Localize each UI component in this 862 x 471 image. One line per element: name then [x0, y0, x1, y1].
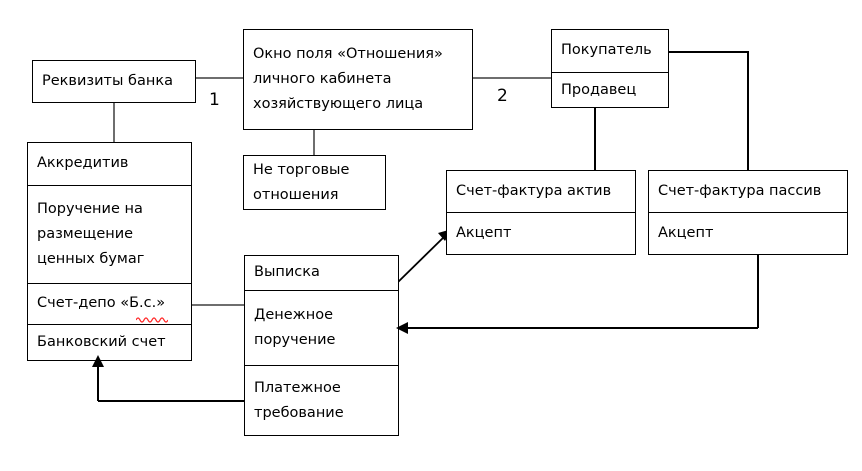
- connector-depo-to-statement-stack: [192, 304, 244, 306]
- divider-depo-account: [27, 324, 192, 326]
- edge-label-1: 1: [209, 90, 220, 110]
- node-invoice-passive-label: Счет-фактура пассив: [658, 182, 822, 199]
- node-invoice-active-label: Счет-фактура актив: [456, 182, 612, 199]
- connector-window-to-non-trade: [313, 130, 315, 156]
- divider-statement-money-order: [244, 290, 399, 292]
- node-bank-account-label: Банковский счет: [37, 334, 166, 350]
- node-buyer-label: Покупатель: [561, 42, 652, 58]
- arrowhead-to-bank-account: [92, 355, 104, 367]
- node-bank-details-label: Реквизиты банка: [42, 73, 173, 89]
- node-securities-order-label: Поручение на размещение ценных бумаг: [37, 200, 145, 267]
- node-non-trade-relations-label: Не торговые отношения: [253, 161, 350, 203]
- node-seller-label: Продавец: [561, 81, 637, 98]
- divider-order-depo: [27, 283, 192, 285]
- node-invoice-active-accept-label: Акцепт: [456, 225, 512, 241]
- node-bank-docs-group[interactable]: [244, 255, 399, 436]
- connector-window-to-parties: [473, 77, 551, 79]
- connector-bank-details-to-credit-stack: [113, 102, 115, 142]
- connector-seller-down-to-invoice-active: [594, 108, 596, 171]
- arrowhead-to-money-order: [396, 322, 408, 334]
- connector-buyer-right: [669, 51, 749, 53]
- node-statement-label: Выписка: [254, 264, 320, 280]
- node-parties-group[interactable]: [551, 29, 669, 108]
- divider-invoice-passive-accept: [648, 212, 848, 214]
- node-personal-cabinet-window[interactable]: [243, 29, 473, 130]
- node-depo-account-label: Счет-депо «Б.с.»: [37, 295, 166, 311]
- node-money-order-label: Денежное поручение: [254, 306, 336, 348]
- node-letter-of-credit-label: Аккредитив: [37, 155, 129, 171]
- node-payment-request-label: Платежное требование: [254, 379, 344, 421]
- connector-invoice-passive-to-money-order: [398, 327, 758, 329]
- connector-invoice-passive-down: [757, 255, 759, 328]
- connector-bank-details-to-window: [196, 77, 244, 79]
- node-non-trade-relations[interactable]: [243, 155, 386, 210]
- spellcheck-underline-icon: [135, 308, 169, 327]
- node-invoice-passive-accept-label: Акцепт: [658, 225, 714, 241]
- divider-buyer-seller: [551, 72, 669, 74]
- connector-payment-request-left: [98, 400, 244, 402]
- node-bank-details[interactable]: [32, 60, 196, 103]
- divider-money-order-payment-request: [244, 365, 399, 367]
- edge-label-2: 2: [497, 86, 508, 106]
- divider-invoice-active-accept: [446, 212, 636, 214]
- divider-credit-order: [27, 185, 192, 187]
- connector-buyer-down-to-invoice-passive: [747, 51, 749, 171]
- connector-payment-request-up: [97, 366, 99, 401]
- node-personal-cabinet-window-label: Окно поля «Отношения» личного кабинета х…: [253, 46, 443, 112]
